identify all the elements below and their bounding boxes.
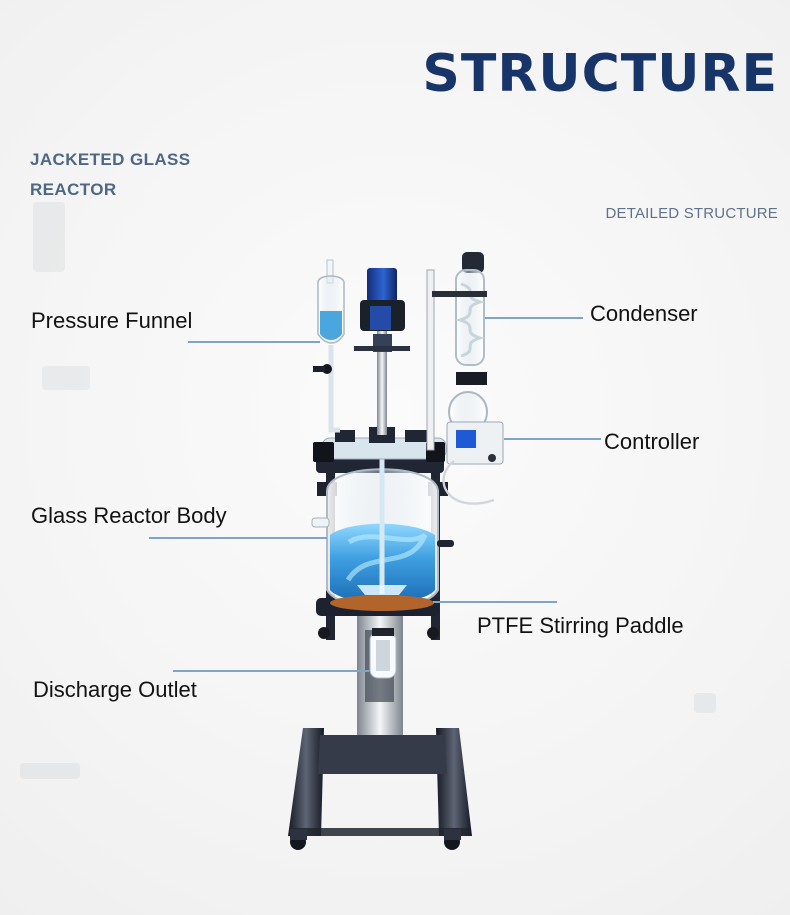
controller-box xyxy=(442,421,504,505)
controller-knob xyxy=(488,454,496,462)
left-product-subtitle: JACKETED GLASS REACTOR xyxy=(30,145,220,205)
page-title: STRUCTURE xyxy=(422,44,778,104)
controller-callout-line xyxy=(504,438,601,440)
faint-background-mark-left xyxy=(42,366,90,390)
lid-right-fitting xyxy=(405,430,427,442)
left-caster-fork xyxy=(290,829,307,840)
lid-left-plug xyxy=(313,442,334,462)
discharge-valve-nut xyxy=(372,628,394,636)
faint-background-mark-bottom-left xyxy=(20,763,80,779)
right-section-subtitle: DETAILED STRUCTURE xyxy=(605,205,778,222)
controller-screen xyxy=(456,430,476,448)
glass-vessel xyxy=(311,355,454,611)
support-arm xyxy=(354,346,410,351)
motor-head xyxy=(367,268,397,302)
discharge-outlet-label: Discharge Outlet xyxy=(33,677,197,702)
right-lower-knob xyxy=(427,627,439,639)
discharge-outlet-callout-line xyxy=(173,670,369,672)
condenser-label: Condenser xyxy=(590,301,698,326)
pressure-funnel-callout-line xyxy=(188,341,320,343)
left-base-foot xyxy=(288,728,324,836)
pressure-funnel xyxy=(313,259,345,433)
glass-reactor-body-callout-line xyxy=(149,537,327,539)
discharge-valve-core xyxy=(376,640,390,671)
rear-base-bar xyxy=(318,735,447,774)
faint-background-mark-top-left xyxy=(33,202,65,272)
side-port-left xyxy=(311,517,330,528)
reactor-lid-assembly xyxy=(313,427,447,462)
ptfe-paddle-blade xyxy=(357,585,407,595)
condenser xyxy=(426,252,488,451)
motor-and-stand xyxy=(354,268,410,435)
front-base-shadow xyxy=(291,828,471,836)
funnel-valve-handle xyxy=(313,366,325,372)
faint-background-mark-right xyxy=(694,693,716,713)
left-lower-knob xyxy=(318,627,330,639)
condenser-holder xyxy=(432,291,487,297)
ptfe-stirring-paddle-callout-line xyxy=(433,601,557,603)
funnel-liquid xyxy=(320,311,342,340)
controller-label: Controller xyxy=(604,429,700,454)
liquid-swirl xyxy=(345,532,428,582)
funnel-drop-tube xyxy=(328,345,340,433)
lid-left-fitting xyxy=(335,430,355,442)
pressure-funnel-label: Pressure Funnel xyxy=(31,308,193,333)
side-port-right xyxy=(437,540,454,547)
condenser-callout-line xyxy=(485,317,583,319)
condenser-top-fitting xyxy=(462,252,484,273)
motor-front-panel xyxy=(370,306,391,330)
ptfe-stirring-paddle-label: PTFE Stirring Paddle xyxy=(477,613,684,638)
discharge-valve xyxy=(369,628,397,679)
right-caster-fork xyxy=(444,829,461,840)
condenser-lower-clamp xyxy=(456,372,487,385)
condenser-stand-rod xyxy=(426,269,435,451)
glass-reactor-body-label: Glass Reactor Body xyxy=(31,503,227,528)
left-subtitle-line-1: JACKETED GLASS xyxy=(30,150,191,169)
motor-support-rod xyxy=(377,325,387,435)
vessel-bottom-band xyxy=(330,595,434,611)
controller-cable xyxy=(442,460,495,505)
left-subtitle-line-2: REACTOR xyxy=(30,180,117,199)
